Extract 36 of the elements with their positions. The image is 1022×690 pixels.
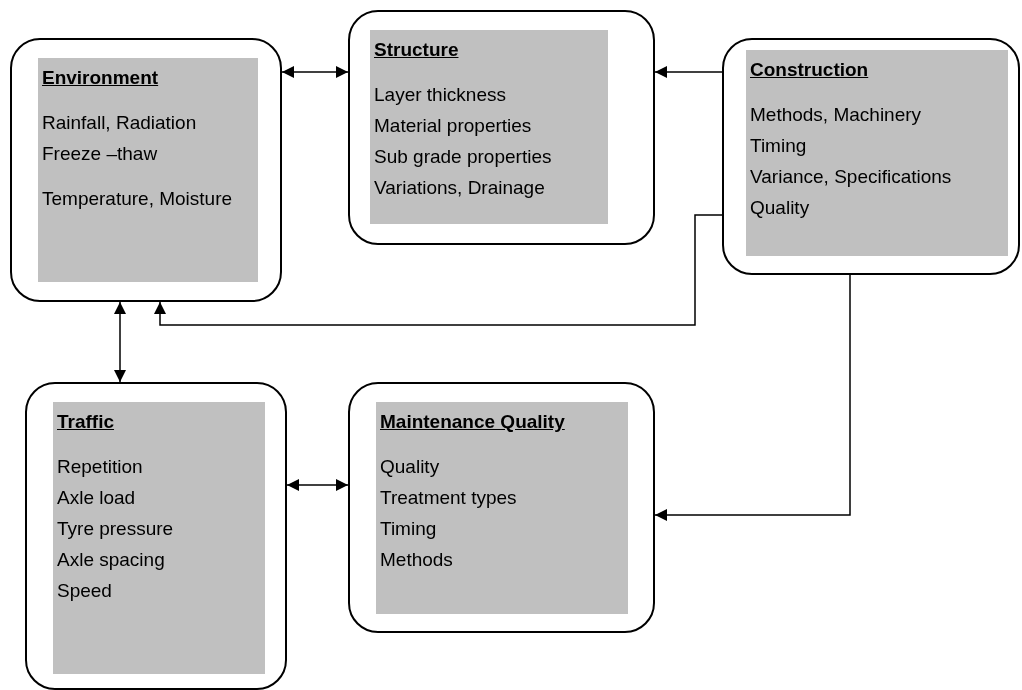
arrow bbox=[154, 214, 723, 326]
arrow bbox=[654, 66, 723, 78]
box-heading: Environment bbox=[42, 66, 159, 90]
list-item: Tyre pressure bbox=[57, 517, 174, 541]
list-item: Rainfall, Radiation bbox=[42, 111, 197, 135]
arrow bbox=[281, 66, 349, 78]
rounded-box bbox=[25, 382, 287, 690]
list-item: Variance, Specifications bbox=[750, 165, 952, 189]
box-heading: Traffic bbox=[57, 410, 115, 434]
list-item: Timing bbox=[380, 517, 437, 541]
list-item: Temperature, Moisture bbox=[42, 187, 233, 211]
list-item: Methods, Machinery bbox=[750, 103, 922, 127]
list-item: Sub grade properties bbox=[374, 145, 552, 169]
rounded-box bbox=[10, 38, 282, 302]
arrow bbox=[286, 479, 349, 491]
rounded-box bbox=[722, 38, 1020, 275]
list-item: Quality bbox=[380, 455, 440, 479]
box-heading: Structure bbox=[374, 38, 459, 62]
list-item: Axle spacing bbox=[57, 548, 165, 572]
list-item: Treatment types bbox=[380, 486, 517, 510]
list-item: Methods bbox=[380, 548, 453, 572]
list-item: Axle load bbox=[57, 486, 136, 510]
list-item: Speed bbox=[57, 579, 112, 603]
list-item: Quality bbox=[750, 196, 810, 220]
list-item: Freeze –thaw bbox=[42, 142, 158, 166]
box-heading: Maintenance Quality bbox=[380, 410, 565, 434]
arrow bbox=[654, 274, 851, 521]
list-item: Timing bbox=[750, 134, 807, 158]
box-heading: Construction bbox=[750, 58, 869, 82]
rounded-box bbox=[348, 382, 655, 633]
list-item: Variations, Drainage bbox=[374, 176, 545, 200]
rounded-box bbox=[348, 10, 655, 245]
list-item: Repetition bbox=[57, 455, 143, 479]
list-item: Layer thickness bbox=[374, 83, 506, 107]
list-item: Material properties bbox=[374, 114, 532, 138]
arrow bbox=[114, 301, 126, 383]
